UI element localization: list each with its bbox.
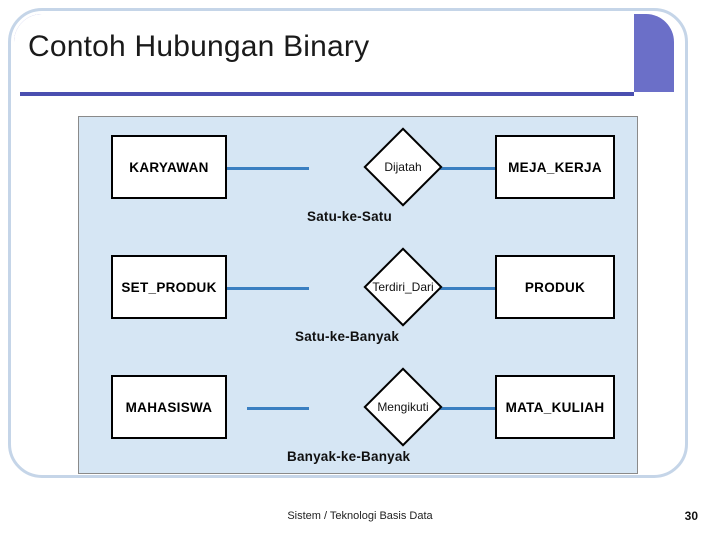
entity-label: SET_PRODUK	[121, 279, 217, 295]
relationship-dijatah: Dijatah	[351, 127, 455, 207]
cardinality-row-1: Satu-ke-Satu	[307, 209, 392, 224]
entity-label: MEJA_KERJA	[508, 159, 602, 175]
page-title: Contoh Hubungan Binary	[28, 30, 370, 63]
relationship-terdiri-dari: Terdiri_Dari	[351, 247, 455, 327]
entity-produk: PRODUK	[495, 255, 615, 319]
connector-right-1	[413, 167, 497, 170]
connector-left-1	[225, 167, 309, 170]
title-divider	[20, 92, 634, 96]
connector-right-2	[413, 287, 495, 290]
slide-frame-outline	[8, 8, 688, 478]
entity-label: KARYAWAN	[129, 159, 209, 175]
entity-label: PRODUK	[524, 279, 586, 295]
header-title-area	[14, 14, 634, 92]
entity-karyawan: KARYAWAN	[111, 135, 227, 199]
entity-mata-kuliah: MATA_KULIAH	[495, 375, 615, 439]
entity-label: MAHASISWA	[125, 399, 213, 415]
relationship-mengikuti: Mengikuti	[351, 367, 455, 447]
relationship-label: Mengikuti	[377, 400, 429, 414]
entity-set-produk: SET_PRODUK	[111, 255, 227, 319]
relationship-label: Dijatah	[384, 160, 422, 174]
entity-label: MATA_KULIAH	[505, 399, 605, 415]
entity-mahasiswa: MAHASISWA	[111, 375, 227, 439]
relationship-label: Terdiri_Dari	[372, 280, 434, 294]
entity-meja-kerja: MEJA_KERJA	[495, 135, 615, 199]
footer-text: Sistem / Teknologi Basis Data	[287, 510, 433, 522]
connector-right-3	[413, 407, 495, 410]
cardinality-row-2: Satu-ke-Banyak	[295, 329, 400, 344]
cardinality-row-3: Banyak-ke-Banyak	[287, 449, 411, 464]
page-number: 30	[684, 509, 698, 523]
connector-left-2	[225, 287, 309, 290]
connector-left-3	[247, 407, 309, 410]
er-diagram-panel: KARYAWAN Dijatah MEJA_KERJA Satu-ke-Satu…	[78, 116, 638, 474]
